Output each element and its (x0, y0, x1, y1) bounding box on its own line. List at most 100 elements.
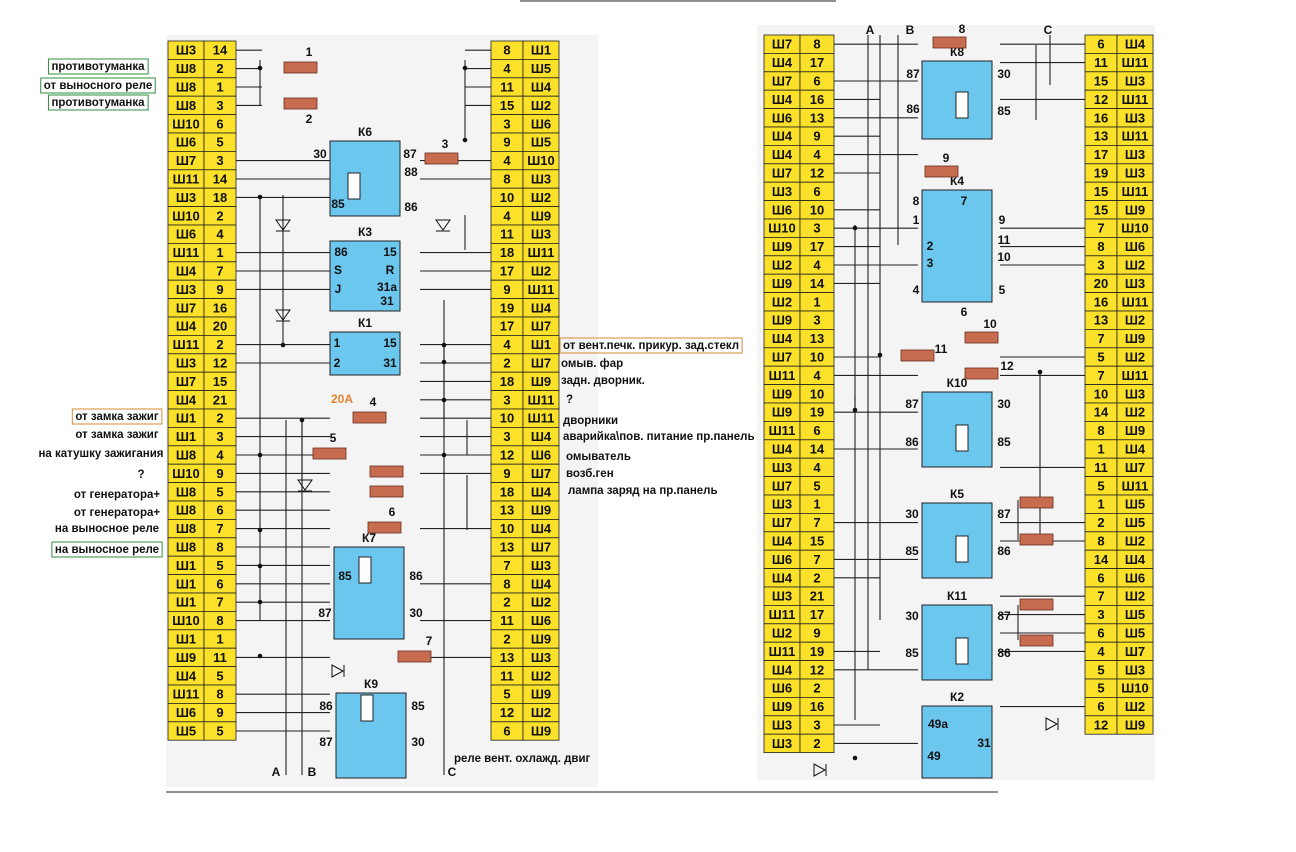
right-block-right-pin-label: Ш3 (1125, 74, 1145, 89)
left-block-left-pin-label: 14 (213, 43, 228, 58)
relay-k9-pin-label: 30 (411, 735, 425, 749)
bus-label: A (272, 765, 281, 779)
left-block-left-pin-label: 1 (216, 80, 223, 95)
right-block-left-pin-label: Ш9 (772, 239, 792, 254)
bus-label: B (906, 23, 915, 37)
right-block-right-pin-label: 5 (1097, 478, 1104, 493)
left-block-right-pin-label: Ш3 (531, 650, 551, 665)
right-block-left-pin-label: 16 (810, 92, 824, 107)
right-block-right-pin-label: Ш11 (1122, 129, 1149, 144)
relay-k3-pin-label: R (386, 263, 395, 277)
left-block-right-pin-label: 11 (500, 227, 514, 242)
left-block-right-pin-label: Ш2 (531, 190, 551, 205)
right-block-right-pin-label: Ш7 (1125, 644, 1145, 659)
left-block-right-pin-label: 8 (503, 43, 510, 58)
right-block-left-pin-label: 17 (810, 55, 824, 70)
left-block-right-pin-label: 9 (503, 135, 510, 150)
relay-k6-pin-label: 85 (331, 197, 345, 211)
left-block-right-pin-label: Ш6 (531, 116, 551, 131)
bus-label: B (308, 765, 317, 779)
relay-coil-symbol (358, 556, 372, 584)
relay-k4-body (921, 189, 993, 303)
left-block-right-pin-label: Ш9 (531, 632, 551, 647)
left-block-left-pin-label: 6 (216, 503, 223, 518)
right-block-right-pin-label: 5 (1097, 662, 1104, 677)
junction-dot (462, 137, 468, 143)
left-block-left-pin-label: Ш9 (176, 650, 196, 665)
left-block-right-pin-label: 7 (503, 558, 510, 573)
relay-k4-pin-label: 7 (961, 194, 968, 208)
right-block-right-pin-label: Ш11 (1122, 368, 1149, 383)
relay-k10-pin-label: 85 (997, 435, 1011, 449)
annotation-left-2: противотуманка (51, 97, 145, 109)
relay-k4-pin-label: 3 (927, 256, 934, 270)
fuse-6 (367, 521, 402, 534)
relay-k3-pin-label: S (334, 263, 342, 277)
bus-label: C (448, 765, 457, 779)
right-block-right-pin-label: Ш6 (1125, 570, 1145, 585)
right-block-left-pin-label: Ш9 (772, 313, 792, 328)
relay-k9-title: К9 (364, 677, 378, 691)
relay-coil-symbol (955, 91, 969, 119)
left-block-left-pin-label: Ш8 (176, 80, 196, 95)
right-block-left-pin-label: Ш7 (772, 478, 792, 493)
relay-k1-pin-label: 1 (334, 336, 341, 350)
junction-dot (852, 407, 858, 413)
right-block-left-pin-label: Ш7 (772, 37, 792, 52)
fuse-12-label: 12 (1000, 359, 1014, 373)
left-block-left-pin-label: Ш8 (176, 61, 196, 76)
left-block-left-pin-label: 2 (216, 337, 223, 352)
relay-k9-pin-label: 85 (411, 699, 425, 713)
right-block-right-pin-label: Ш9 (1125, 202, 1145, 217)
right-block-left-pin-label: Ш3 (772, 589, 792, 604)
annotation-left-6: ? (137, 469, 144, 481)
left-block-left-pin-label: Ш4 (176, 319, 197, 334)
left-block-right-pin-label: Ш10 (527, 153, 555, 168)
left-block-right-pin-label: Ш11 (528, 392, 555, 407)
left-block-left-pin-label: Ш1 (176, 558, 196, 573)
right-block-left-pin-cell (799, 733, 835, 754)
left-block-right-pin-label: Ш4 (531, 576, 552, 591)
right-block-right-pin-label: 12 (1094, 718, 1108, 733)
right-block-left-pin-label: 9 (813, 626, 820, 641)
left-block-left-pin-label: 3 (216, 429, 223, 444)
relay-k11-pin-label: 30 (905, 609, 919, 623)
right-block-left-pin-label: 4 (813, 258, 821, 273)
left-block-left-pin-label: 5 (216, 484, 223, 499)
diode-symbol (435, 219, 451, 232)
left-block-right-pin-label: 10 (500, 190, 514, 205)
left-block-left-pin-label: 5 (216, 558, 223, 573)
relay-coil-symbol (360, 694, 374, 722)
junction-dot (441, 452, 447, 458)
diode-symbol (275, 309, 291, 322)
right-block-right-pin-label: 2 (1097, 515, 1104, 530)
fuse-2 (283, 97, 318, 110)
right-block-left-pin-label: Ш11 (769, 368, 796, 383)
left-block-left-pin-label: 4 (216, 227, 224, 242)
left-block-left-pin-label: Ш6 (176, 705, 196, 720)
right-block-left-pin-label: 1 (813, 497, 820, 512)
annotation-right-6: омыватель (566, 451, 631, 463)
left-block-left-pin-label: 9 (216, 282, 223, 297)
relay-k8-title: К8 (950, 45, 964, 59)
relay-k5-pin-label: 85 (905, 544, 919, 558)
left-block-left-pin-label: Ш1 (176, 429, 196, 444)
right-block-right-pin-label: 14 (1094, 405, 1109, 420)
relay-k4-pin-label: 9 (999, 213, 1006, 227)
fuse-12 (964, 367, 999, 380)
left-block-left-pin-label: 21 (213, 392, 227, 407)
relay-k11-title: К11 (947, 589, 967, 603)
right-block-right-pin-label: 3 (1097, 607, 1104, 622)
annotation-right-2: задн. дворник. (561, 375, 645, 387)
left-block-left-pin-label: 4 (216, 448, 224, 463)
right-block-right-pin-label: Ш5 (1125, 515, 1145, 530)
left-block-left-pin-label: Ш8 (176, 540, 196, 555)
annotation-right-4: дворники (563, 415, 618, 427)
right-block-right-pin-label: 3 (1097, 258, 1104, 273)
left-block-right-pin-label: Ш2 (531, 98, 551, 113)
annotation-left-7: от генератора+ (74, 489, 160, 501)
left-block-right-pin-label: Ш1 (531, 43, 551, 58)
left-block-left-pin-label: Ш10 (172, 613, 200, 628)
right-block-left-pin-label: 10 (810, 350, 824, 365)
left-block-left-pin-label: 12 (213, 356, 227, 371)
